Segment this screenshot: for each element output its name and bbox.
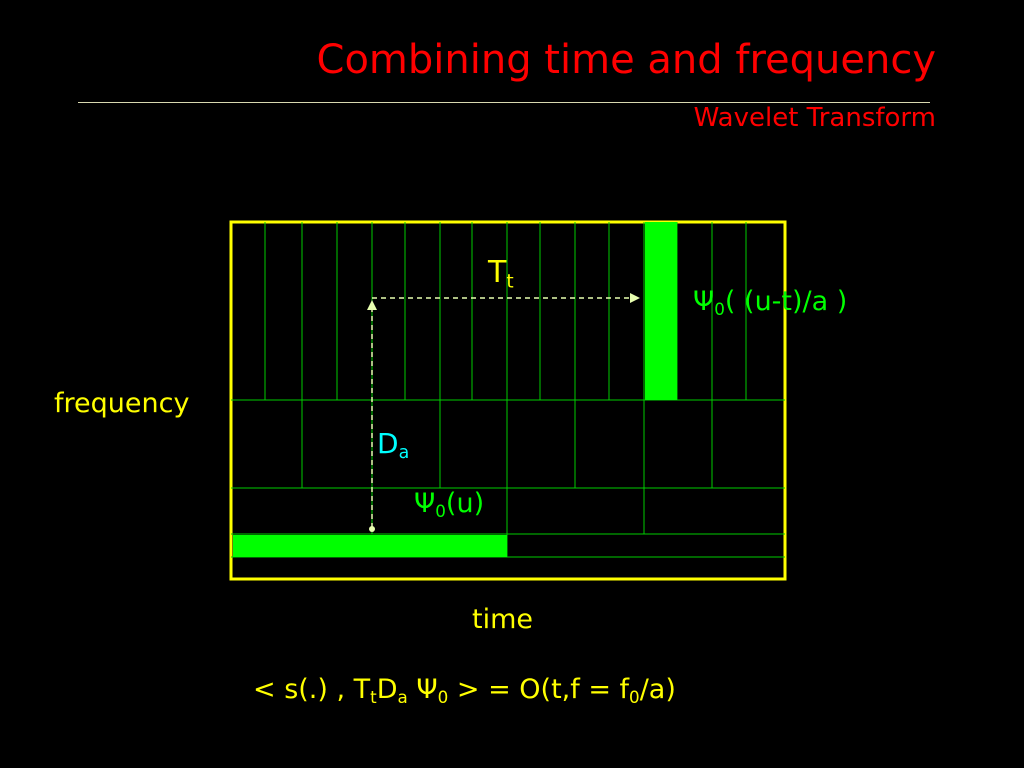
- time-axis-label: time: [472, 604, 534, 635]
- slide-title: Combining time and frequency: [316, 37, 936, 83]
- wavelet-transform-formula: < s(.) , TtDa Ψ0 > = O(t,f = f0/a): [253, 674, 676, 708]
- dilation-arrow-origin: [369, 526, 375, 532]
- mother-wavelet-label: Ψ0(u): [414, 488, 485, 522]
- translation-operator-label: Tt: [488, 255, 514, 293]
- scaled-wavelet-label: Ψ0( (u-t)/a ): [693, 286, 848, 320]
- translation-arrowhead: [630, 293, 640, 303]
- frequency-axis-label: frequency: [54, 388, 190, 419]
- mother-wavelet-tile: [233, 535, 507, 557]
- title-divider: [78, 102, 930, 103]
- slide-subtitle: Wavelet Transform: [693, 103, 936, 133]
- scaled-wavelet-tile: [645, 222, 677, 400]
- mid-band-cells: [301, 400, 713, 488]
- dilation-operator-label: Da: [377, 427, 410, 464]
- dilation-arrowhead: [367, 300, 377, 310]
- low-band-cells: [371, 488, 645, 534]
